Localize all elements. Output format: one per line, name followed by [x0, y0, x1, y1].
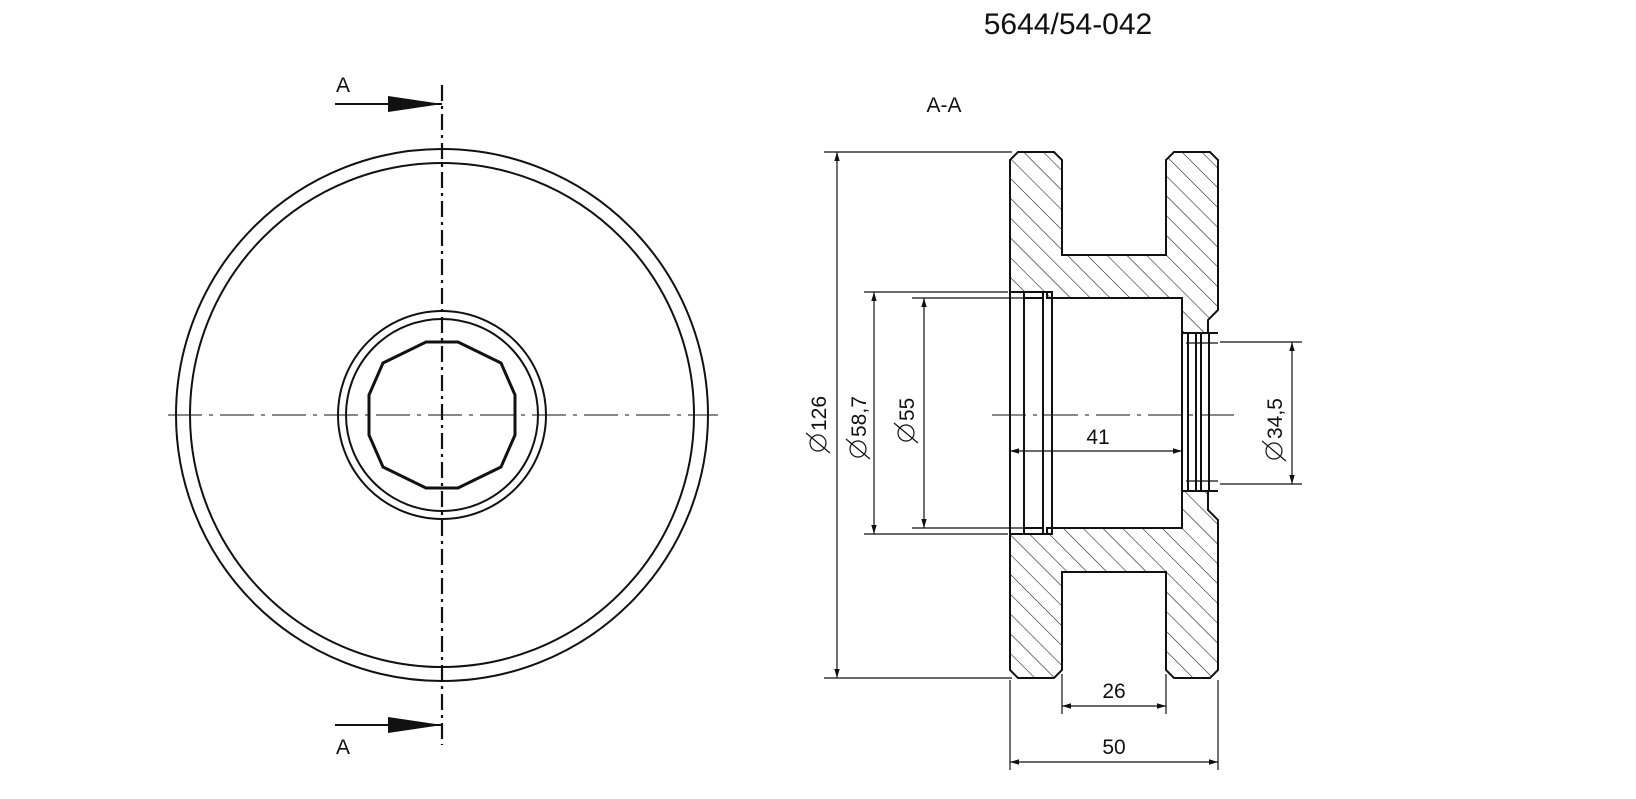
diameter-symbol-slash: [1261, 440, 1287, 462]
section-view-title: A-A: [926, 94, 961, 117]
dim-text-126: 126: [808, 396, 831, 431]
section-label-bottom: A: [336, 736, 350, 759]
circlip-groove: [1042, 291, 1053, 535]
diameter-symbol-slash: [845, 438, 871, 460]
recess-counterbore: [1009, 291, 1025, 535]
dim-55: 55: [893, 398, 919, 444]
dim-text-41: 41: [1086, 426, 1109, 449]
section-body-bottom: [1009, 490, 1219, 679]
diameter-symbol-slash: [805, 432, 831, 454]
section-body-top: [1009, 151, 1219, 334]
dim-text-26: 26: [1102, 680, 1125, 703]
section-arrowhead-top: [388, 96, 442, 112]
section-label-top: A: [336, 74, 350, 97]
dim-text-58-7: 58,7: [848, 396, 871, 437]
diameter-symbol-icon: [809, 434, 827, 452]
dim-34-5: 34,5: [1261, 398, 1287, 462]
dim-126: 126: [805, 396, 831, 454]
diameter-symbol-slash: [893, 422, 919, 444]
section-arrowhead-bottom: [388, 717, 442, 733]
bore-octagon: [367, 340, 517, 490]
dim-text-50: 50: [1102, 736, 1125, 759]
section-view: A-A: [805, 94, 1302, 770]
diameter-symbol-icon: [849, 440, 867, 458]
small-bore-groove-2: [1200, 332, 1210, 492]
small-bore-groove-1: [1187, 332, 1197, 492]
drawing-number: 5644/54-042: [984, 8, 1153, 41]
dim-text-34-5: 34,5: [1264, 398, 1287, 439]
dim-text-55: 55: [896, 398, 919, 421]
diameter-symbol-icon: [897, 424, 915, 442]
front-view: A A: [168, 74, 718, 759]
diameter-symbol-icon: [1265, 442, 1283, 460]
dim-58-7: 58,7: [845, 396, 871, 460]
